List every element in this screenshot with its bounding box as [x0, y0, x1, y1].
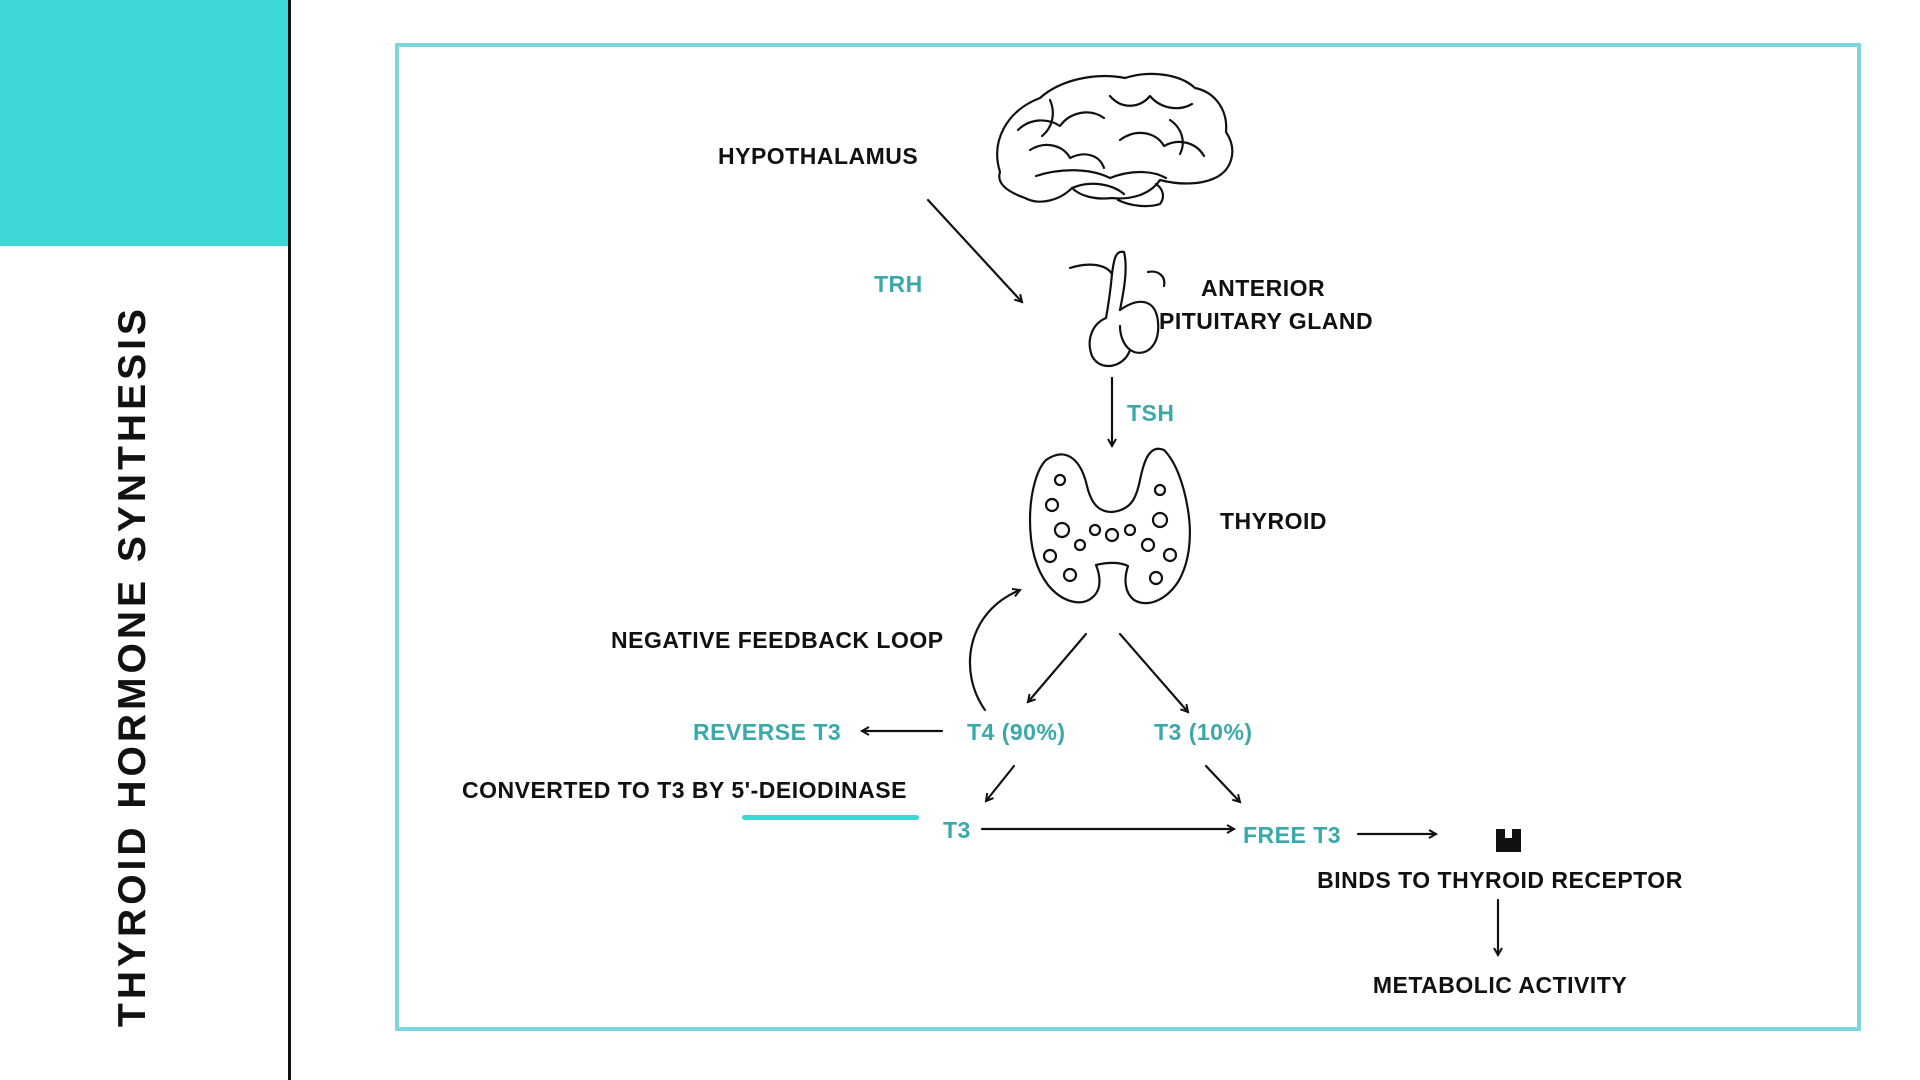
arrow-thyroid-to-t3 — [1118, 632, 1188, 712]
tsh-label: TSH — [1127, 400, 1175, 426]
receptor-icon — [1496, 829, 1521, 852]
arrow-t4-to-t3 — [986, 764, 1016, 801]
arrow-t3-percent-to-free-t3 — [1204, 764, 1240, 802]
t4-label: T4 (90%) — [967, 719, 1066, 745]
sidebar-accent-block — [0, 0, 290, 246]
arrow-negative-feedback — [968, 590, 1020, 712]
arrow-hypothalamus-to-pituitary — [926, 198, 1022, 302]
anterior-label: ANTERIOR — [1201, 275, 1326, 301]
pituitary-gland-label: PITUITARY GLAND — [1159, 308, 1374, 334]
thyroid-gland-icon — [1028, 447, 1191, 605]
negative-feedback-label: NEGATIVE FEEDBACK LOOP — [611, 627, 944, 653]
trh-label: TRH — [874, 271, 923, 297]
brain-icon — [996, 72, 1234, 208]
metabolic-activity-label: METABOLIC ACTIVITY — [1372, 972, 1628, 998]
reverse-t3-label: REVERSE T3 — [693, 719, 842, 745]
converted-label: CONVERTED TO T3 BY 5'-DEIODINASE — [462, 779, 907, 802]
binds-receptor-label: BINDS TO THYROID RECEPTOR — [1317, 867, 1683, 893]
sidebar-divider — [288, 0, 291, 1080]
t3-label: T3 — [943, 817, 971, 843]
flow-arrows — [862, 198, 1498, 955]
free-t3-label: FREE T3 — [1243, 822, 1342, 848]
thyroid-label: THYROID — [1220, 508, 1327, 534]
t3-percent-label: T3 (10%) — [1154, 719, 1253, 745]
arrow-thyroid-to-t4 — [1028, 632, 1088, 702]
deiodinase-label: 5'-DEIODINASE — [731, 777, 907, 803]
hypothalamus-label: HYPOTHALAMUS — [718, 143, 919, 169]
diagram-frame — [395, 43, 1861, 1031]
converted-prefix: CONVERTED TO T3 BY — [462, 777, 732, 803]
pituitary-gland-icon — [1068, 250, 1166, 367]
deiodinase-underline — [742, 815, 919, 820]
